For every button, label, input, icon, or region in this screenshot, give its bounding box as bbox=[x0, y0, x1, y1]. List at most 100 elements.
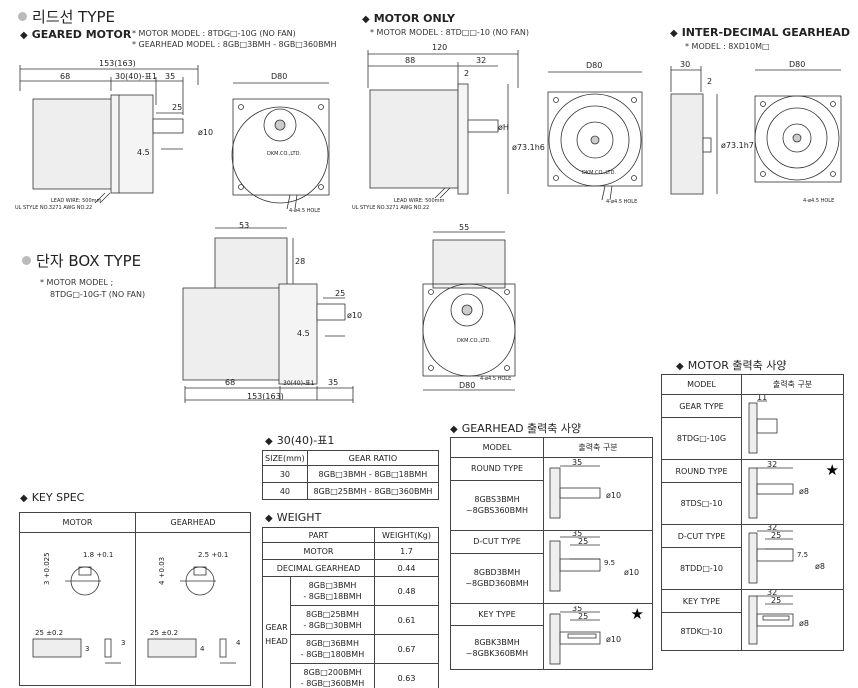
gearhead-header-shaft: 출력축 구분 bbox=[543, 437, 653, 458]
table-row: 8GB□25BMH- 8GB□30BMH 0.61 bbox=[263, 605, 439, 635]
weight-value: 0.44 bbox=[374, 559, 439, 577]
ratio-table-title: ◆30(40)-표1 bbox=[265, 434, 335, 447]
dim-35: 35 bbox=[572, 458, 582, 467]
brand-label: DKM.CO.,LTD. bbox=[267, 151, 301, 157]
dim-35: 35 bbox=[328, 378, 338, 387]
weight-value: 1.7 bbox=[374, 542, 439, 560]
dim-phi10: ø10 bbox=[347, 311, 362, 320]
range-end: - 8GB□360BMH bbox=[300, 679, 365, 688]
brand-label: DKM.CO.,LTD. bbox=[457, 338, 491, 344]
dim-68: 68 bbox=[225, 378, 235, 387]
table-row: 30 8GB□3BMH - 8GB□18BMH bbox=[262, 465, 440, 483]
gear-label: GEAR bbox=[265, 622, 288, 632]
dim-7-5: 7.5 bbox=[797, 551, 808, 559]
weight-header-weight: WEIGHT(Kg) bbox=[374, 527, 439, 543]
table-row: MOTOR 1.7 bbox=[262, 542, 439, 560]
motor-model: 8TDS□-10 bbox=[661, 482, 742, 525]
weight-part: 8GB□200BMH- 8GB□360BMH bbox=[290, 663, 375, 688]
dim-30-40: 30(40)-표1 bbox=[115, 72, 157, 81]
weight-value: 0.48 bbox=[374, 576, 439, 606]
table-row: 8GBK3BMH~8GBK360BMH bbox=[450, 625, 653, 670]
hole-note: 4-ø4.5 HOLE bbox=[480, 376, 511, 382]
diamond-icon: ◆ bbox=[676, 361, 684, 372]
model-start: 8GBK3BMH bbox=[474, 637, 520, 647]
dim-32: 32 bbox=[767, 590, 777, 597]
table-row: 40 8GB□25BMH - 8GB□360BMH bbox=[262, 482, 440, 500]
dim-3b: 3 bbox=[121, 639, 125, 647]
star-icon: ★ bbox=[825, 461, 839, 479]
model-start: 8GBD3BMH bbox=[473, 568, 521, 578]
dim-4b: 4 bbox=[236, 639, 241, 647]
weight-table: PART WEIGHT(Kg) MOTOR 1.7 DECIMAL GEARHE… bbox=[262, 527, 439, 688]
weight-value: 0.67 bbox=[374, 634, 439, 664]
ratio-header-size: SIZE(mm) bbox=[262, 450, 308, 466]
range-start: 8GB□25BMH bbox=[306, 610, 359, 619]
dim-153: 153(163) bbox=[99, 59, 136, 68]
weight-value: 0.63 bbox=[374, 663, 439, 688]
weight-header-part: PART bbox=[262, 527, 375, 543]
bullet-icon bbox=[22, 256, 31, 265]
gearhead-type: ROUND TYPE bbox=[450, 457, 544, 481]
star-icon: ★ bbox=[630, 605, 644, 623]
dim-3a: 3 bbox=[85, 645, 89, 653]
dim-68: 68 bbox=[60, 72, 70, 81]
table-row: DECIMAL GEARHEAD 0.44 bbox=[262, 559, 439, 577]
dim-25: 25 bbox=[172, 103, 182, 112]
lead-note-2: UL STYLE NO.3271 AWG NO.22 bbox=[15, 205, 92, 211]
ratio-cell-range: 8GB□25BMH - 8GB□360BMH bbox=[306, 482, 440, 500]
motor-type: KEY TYPE bbox=[661, 588, 742, 614]
dim-25: 25 bbox=[771, 531, 781, 540]
diamond-icon: ◆ bbox=[20, 30, 28, 41]
box-type-title: 단자 BOX TYPE bbox=[22, 250, 141, 271]
dim-phi10: ø10 bbox=[606, 491, 621, 500]
gearhead-type: KEY TYPE bbox=[450, 603, 544, 626]
dim-25: 25 bbox=[771, 596, 781, 605]
range-end: - 8GB□30BMH bbox=[303, 621, 362, 630]
dim-28: 28 bbox=[295, 257, 305, 266]
motor-shaft-cell: 11 bbox=[741, 393, 844, 460]
table-row: 8GBD3BMH~8GBD360BMH bbox=[450, 552, 653, 605]
diamond-icon: ◆ bbox=[450, 424, 458, 435]
gearhead-shaft-cell: 35 ø10 bbox=[543, 457, 653, 531]
table-row: ROUND TYPE 35 ø10 bbox=[450, 457, 653, 531]
inter-decimal-model-line: * MODEL : 8XD10M□ bbox=[685, 42, 770, 51]
diamond-icon: ◆ bbox=[362, 14, 370, 25]
gearhead-header-model: MODEL bbox=[450, 437, 544, 458]
gearhead-key-drawing: 4 +0.032.5 +0.125 ±0.244 bbox=[147, 551, 241, 664]
dim-4-5: 4.5 bbox=[137, 148, 150, 157]
dim-phi10: ø10 bbox=[606, 635, 621, 644]
motor-type: GEAR TYPE bbox=[661, 393, 742, 419]
geared-motor-heading: ◆GEARED MOTOR bbox=[20, 28, 132, 41]
gearhead-table-title: ◆GEARHEAD 출력축 사양 bbox=[450, 422, 582, 435]
gearhead-model: 8GBS3BMH~8GBS360BMH bbox=[450, 479, 544, 532]
dim-53: 53 bbox=[239, 221, 249, 230]
key-spec-title: ◆KEY SPEC bbox=[20, 491, 85, 504]
weight-table-title: ◆WEIGHT bbox=[265, 511, 322, 524]
dim-d80: D80 bbox=[586, 61, 602, 70]
dim-25: 25 bbox=[578, 612, 588, 621]
range-start: 8GB□36BMH bbox=[306, 639, 359, 648]
model-end: ~8GBS360BMH bbox=[465, 506, 529, 516]
range-end: - 8GB□180BMH bbox=[300, 650, 365, 659]
dim-25: 25 bbox=[335, 289, 345, 298]
round-shaft-drawing: 35 ø10 bbox=[549, 458, 621, 519]
box-model-line1: * MOTOR MODEL ; bbox=[40, 278, 114, 287]
weight-part: MOTOR bbox=[262, 542, 375, 560]
model-start: 8GBS3BMH bbox=[474, 495, 520, 505]
weight-part: 8GB□36BMH - 8GB□180BMH bbox=[290, 634, 375, 664]
dim-2-5: 2.5 +0.1 bbox=[198, 551, 228, 559]
